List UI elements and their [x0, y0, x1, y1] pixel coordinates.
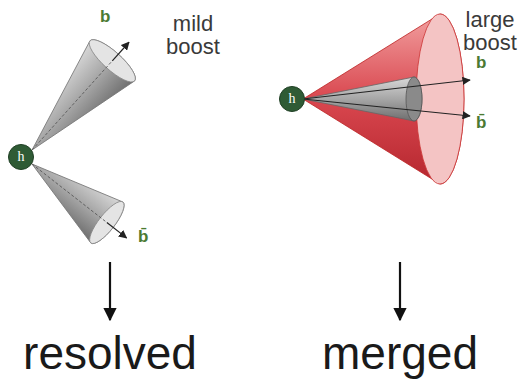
particle-symbol: h: [289, 92, 296, 106]
antiquark-label: b̄: [138, 228, 160, 247]
boost-label: mild boost: [158, 12, 228, 58]
regime-label: resolved: [5, 328, 215, 379]
antiquark-label: b̄: [476, 114, 498, 133]
higgs-circle: h: [8, 144, 34, 170]
boost-label: large boost: [454, 8, 526, 54]
higgs-circle: h: [279, 86, 305, 112]
quark-label: b: [100, 8, 120, 27]
particle-symbol: h: [18, 150, 25, 164]
regime-label: merged: [295, 328, 505, 379]
quark-label: b: [476, 54, 496, 73]
